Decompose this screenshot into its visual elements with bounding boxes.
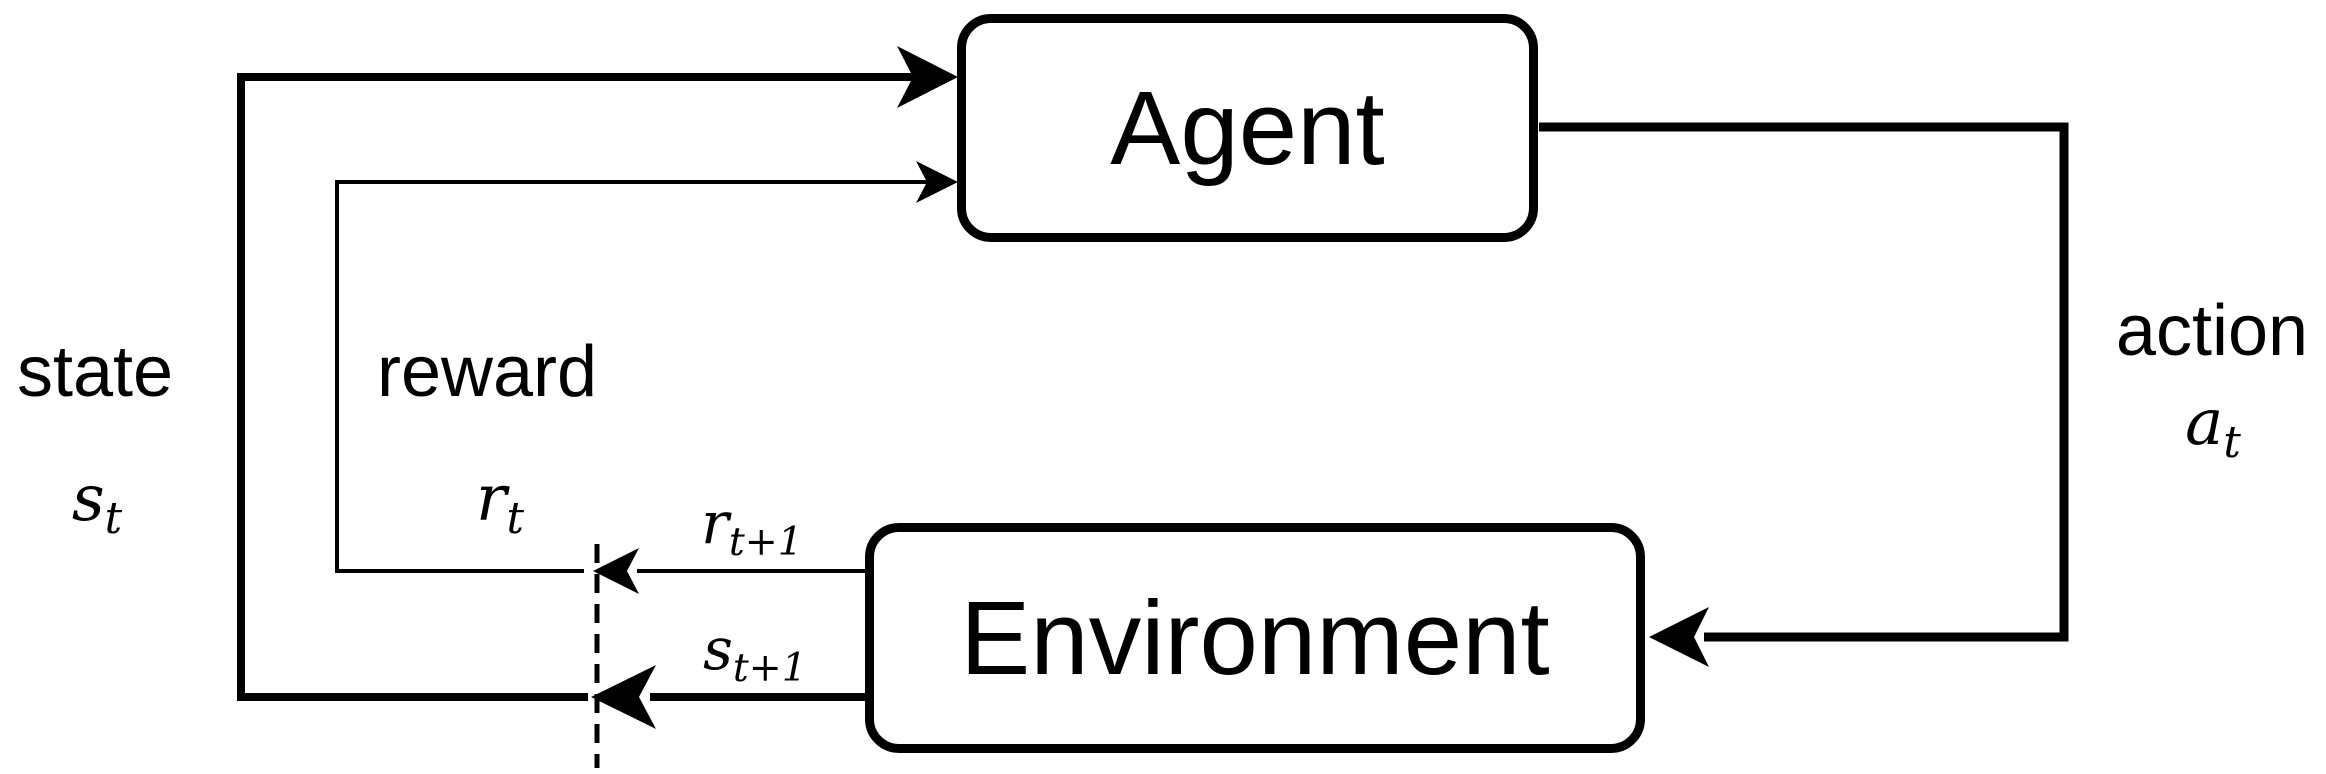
agent-box: Agent <box>957 14 1538 242</box>
state-symbol: st <box>72 467 122 541</box>
action-symbol: at <box>2185 391 2241 465</box>
next-state-symbol: st+1 <box>703 620 807 688</box>
action-symbol-sub: t <box>2223 418 2241 469</box>
next-reward-symbol: rt+1 <box>701 494 803 562</box>
action-line <box>1539 122 2069 642</box>
reward-symbol-base: r <box>475 462 507 536</box>
next-state-symbol-base: s <box>703 615 733 683</box>
next-reward-symbol-base: r <box>701 489 729 557</box>
next-reward-symbol-sub: t+1 <box>728 518 803 565</box>
next-state-symbol-sub: t+1 <box>732 644 807 691</box>
reward-label: reward <box>376 332 598 412</box>
state-line <box>237 73 913 701</box>
agent-label: Agent <box>1110 69 1385 187</box>
state-symbol-base: s <box>71 462 105 536</box>
environment-box: Environment <box>865 523 1645 753</box>
state-symbol-sub: t <box>104 494 123 545</box>
reward-arrowhead-into-agent <box>916 161 958 203</box>
next-reward-arrowhead <box>593 548 639 594</box>
next-state-arrowhead <box>591 665 656 729</box>
action-symbol-base: a <box>2185 386 2224 460</box>
action-label: action <box>2115 291 2309 371</box>
reward-line <box>335 180 934 573</box>
environment-label: Environment <box>960 579 1550 697</box>
state-arrowhead-into-agent <box>897 46 958 108</box>
state-label: state <box>16 332 174 412</box>
action-arrowhead <box>1649 607 1709 667</box>
reward-symbol-sub: t <box>506 494 525 545</box>
reward-symbol: rt <box>476 467 524 541</box>
